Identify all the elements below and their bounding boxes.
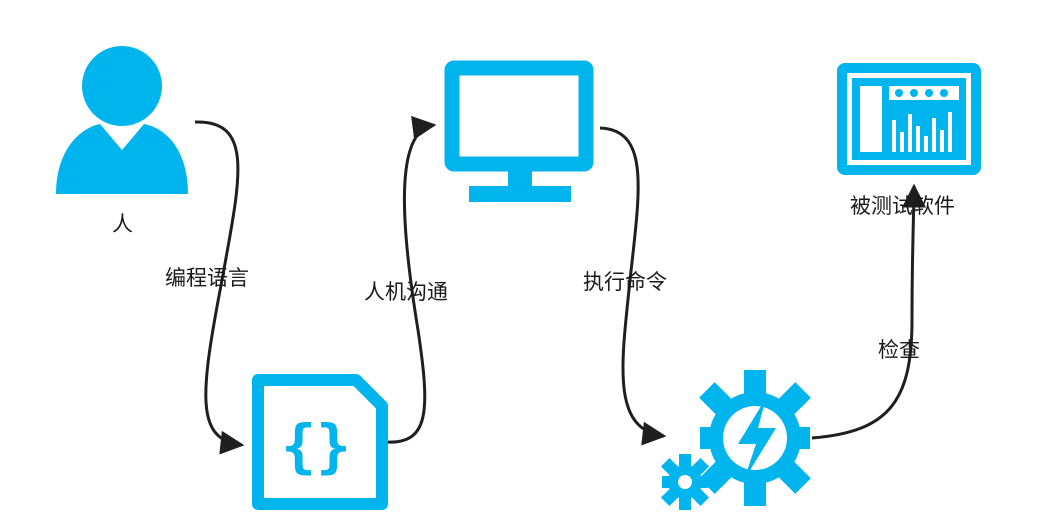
monitor-icon (444, 60, 594, 202)
edge-label-programming-language: 编程语言 (165, 266, 249, 290)
edge-gears-to-software (811, 183, 926, 440)
dashboard-icon (837, 63, 981, 175)
edge-person-to-code (194, 120, 245, 455)
software-label: 被测试软件 (850, 194, 955, 218)
edge-computer-to-gears (599, 126, 667, 446)
edge-label-execute-command: 执行命令 (583, 270, 667, 294)
edge-label-check: 检查 (878, 338, 920, 362)
code-file-icon: {} (252, 374, 388, 510)
person-icon (56, 46, 188, 194)
person-label: 人 (112, 212, 133, 236)
edge-label-human-machine-communication: 人机沟通 (364, 280, 448, 304)
gears-icon (660, 370, 811, 510)
svg-text:{}: {} (281, 412, 351, 480)
edge-code-to-computer (384, 115, 437, 444)
